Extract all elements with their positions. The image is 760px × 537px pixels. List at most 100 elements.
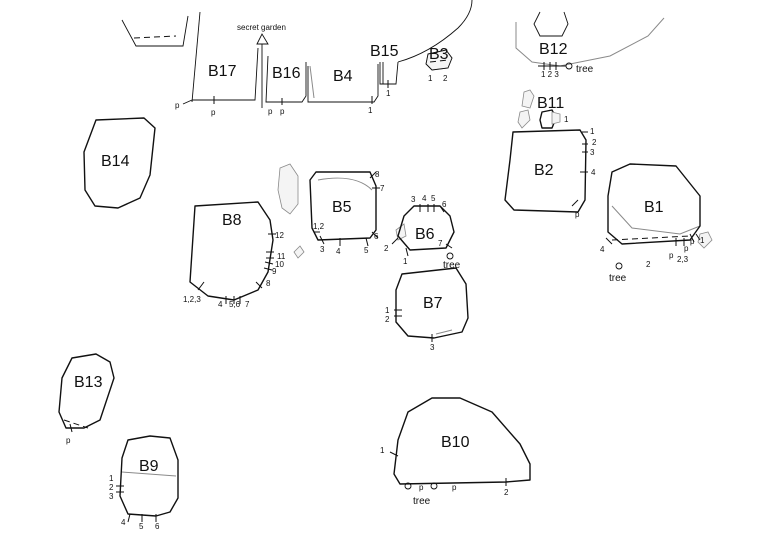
mark: 1 [380,446,385,455]
mark: 2 [592,138,597,147]
stone-b7 [394,267,469,342]
label-b16: B16 [272,65,301,82]
p-label: p [419,483,424,492]
mark: 1 [403,257,408,266]
mark: 1 2 3 [541,70,559,79]
mark: 3 [430,343,435,352]
mark: 5 [139,522,144,531]
stone-b4 [307,64,379,104]
p-label: p [452,483,457,492]
top-edge [121,11,259,105]
mark: 6 [442,200,447,209]
stone-b3 [425,49,453,71]
label-b2: B2 [534,162,554,179]
label-b12: B12 [539,41,568,58]
tree-label-b6: tree [443,260,461,271]
stone-b10 [389,397,531,490]
p-label: p [669,251,674,260]
tree-label-b12: tree [576,64,594,75]
mark: 1 [109,474,114,483]
feature-marks: 1 1 1 2 1 2 3 1 1 2 3 4 4 2 2,3 1 1,2,3 … [109,70,705,531]
mark: 1 [428,74,433,83]
mark: 4 [218,300,223,309]
label-b6: B6 [415,226,435,243]
p-label: p [66,436,71,445]
mark: 5,6 [229,300,241,309]
label-b15: B15 [370,43,399,60]
stone-b6 [391,204,455,260]
label-b9: B9 [139,458,159,475]
mark: 3 [109,492,114,501]
stone-b15 [379,0,473,88]
stone-b16 [265,55,307,105]
tree-label-b1: tree [609,273,627,284]
stone-b14 [83,117,156,209]
label-b14: B14 [101,153,130,170]
p-label: p [575,210,580,219]
label-b3: B3 [429,46,449,63]
mark: 8 [266,279,271,288]
mark: 4 [121,518,126,527]
mark: 9 [272,267,277,276]
mark: 1 [386,89,391,98]
mark: 12 [275,231,284,240]
mark: 3 [590,148,595,157]
mark: 1 [700,236,705,245]
mark: 8 [375,170,380,179]
stone-b12 [515,11,665,70]
mark: 1 [368,106,373,115]
mark: 7 [380,184,385,193]
mark: 2 [443,74,448,83]
p-label: p [684,244,689,253]
secret-garden-arrow [256,33,269,108]
mark: 2,3 [677,255,689,264]
mark: 2 [384,244,389,253]
mark: 4 [600,245,605,254]
annotation-labels: secret garden tree tree tree tree p p p … [66,23,695,507]
label-b17: B17 [208,63,237,80]
small-rock-1 [277,163,299,215]
label-b5: B5 [332,199,352,216]
mark: 1 [564,115,569,124]
label-b10: B10 [441,434,470,451]
mark: 1 [385,306,390,315]
label-b1: B1 [644,199,664,216]
mark: 4 [422,194,427,203]
stone-b1 [605,163,713,270]
p-label: p [280,107,285,116]
p-label: p [268,107,273,116]
stone-labels: B17 B16 B4 B15 B3 B12 B11 B2 B1 B14 B8 B… [74,41,664,475]
mark: 4 [336,247,341,256]
mark: 2 [504,488,509,497]
mark: 5 [431,194,436,203]
tree-label-b10: tree [413,496,431,507]
label-b11: B11 [537,95,564,112]
stone-b13 [58,353,115,433]
label-b4: B4 [333,68,353,85]
mark: 7 [245,300,250,309]
mark: 3 [411,195,416,204]
mark: 2 [646,260,651,269]
mark: 3 [320,245,325,254]
p-label: p [690,237,695,246]
p-label: p [175,101,180,110]
p-label: p [211,108,216,117]
mark: 10 [275,260,284,269]
stone-b11 [517,89,561,129]
stone-b9 [116,435,179,523]
mark: 1,2,3 [183,295,201,304]
mark: 2 [109,483,114,492]
mark: 5 [364,246,369,255]
label-b13: B13 [74,374,103,391]
label-b8: B8 [222,212,242,229]
mark: 2 [385,315,390,324]
small-rock-2 [293,245,305,259]
mark: 11 [277,252,286,261]
secret-garden-label: secret garden [237,23,286,32]
mark: 6 [155,522,160,531]
mark: 7 [438,239,443,248]
stone-b8 [189,201,276,304]
stone-b5 [309,171,380,247]
label-b7: B7 [423,295,443,312]
